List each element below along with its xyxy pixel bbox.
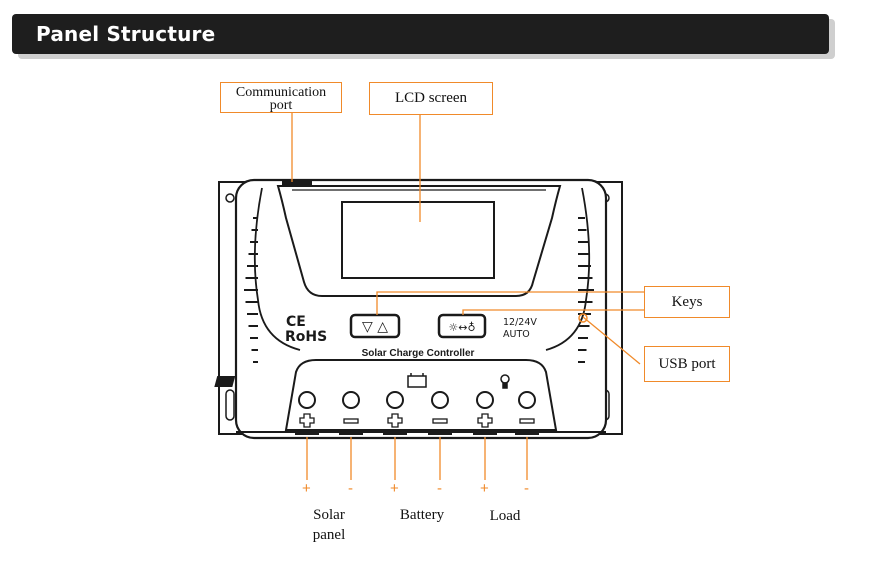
solar-panel-icon xyxy=(214,376,236,387)
section-header: Panel Structure xyxy=(12,14,829,54)
communication-port-label-line1: Communication xyxy=(235,85,327,100)
terminal-screw xyxy=(431,391,449,409)
solar-panel-label-line2: panel xyxy=(312,527,346,543)
load-label: Load xyxy=(489,508,521,524)
left-mount-hole xyxy=(225,193,235,203)
load-minus-sign: - xyxy=(524,480,529,497)
lamp-icon xyxy=(500,374,510,389)
terminal-screw xyxy=(298,391,316,409)
communication-port-callout: Communication port xyxy=(220,82,342,113)
keys-label: Keys xyxy=(671,294,703,310)
left-mount-slot xyxy=(225,389,235,421)
right-key-button xyxy=(437,313,487,339)
lcd-screen xyxy=(341,201,495,279)
terminal-clamp xyxy=(428,430,452,435)
solar-minus-sign: - xyxy=(348,480,353,497)
lcd-screen-label: LCD screen xyxy=(394,90,468,106)
terminal-panel xyxy=(284,359,558,431)
section-title: Panel Structure xyxy=(36,22,216,46)
terminal-clamp xyxy=(473,430,497,435)
communication-port-label-line2: port xyxy=(269,98,293,113)
rohs-mark: RoHS xyxy=(285,329,327,345)
terminal-screw xyxy=(518,391,536,409)
usb-port-label: USB port xyxy=(658,356,716,372)
solar-panel-label: Solar panel xyxy=(300,505,358,545)
minus-symbol xyxy=(519,418,535,424)
key-arrows-icon: ▽ △ xyxy=(362,319,388,335)
product-name: Solar Charge Controller xyxy=(362,348,475,359)
minus-symbol xyxy=(432,418,448,424)
screen-bezel xyxy=(276,185,562,297)
usb-port-marker xyxy=(578,313,588,323)
terminal-clamp xyxy=(383,430,407,435)
leader-lines xyxy=(291,113,644,480)
terminal-screw xyxy=(386,391,404,409)
body-curve-right xyxy=(545,187,591,351)
battery-plus-sign: + xyxy=(390,480,399,497)
terminal-clamp xyxy=(339,430,363,435)
terminal-screw xyxy=(342,391,360,409)
minus-symbol xyxy=(343,418,359,424)
terminal-screw xyxy=(476,391,494,409)
voltage-label-line1: 12/24V xyxy=(503,317,537,328)
keys-callout: Keys xyxy=(644,286,730,318)
ce-mark: CE xyxy=(286,314,306,330)
plus-symbol xyxy=(387,413,403,428)
light-toggle-icon: ☼↔♁ xyxy=(448,321,475,334)
body-curve-left xyxy=(253,187,301,351)
communication-port-nub xyxy=(282,181,312,186)
solar-panel-label-line1: Solar xyxy=(313,507,345,523)
plus-symbol xyxy=(477,413,493,428)
solar-plus-sign: + xyxy=(302,480,311,497)
left-key-button xyxy=(349,313,401,339)
battery-label: Battery xyxy=(399,507,445,523)
voltage-label-line2: AUTO xyxy=(503,329,530,340)
plus-symbol xyxy=(299,413,315,428)
terminal-clamp xyxy=(295,430,319,435)
battery-minus-sign: - xyxy=(437,480,442,497)
usb-port-callout: USB port xyxy=(644,346,730,382)
terminal-clamp xyxy=(515,430,539,435)
battery-icon xyxy=(407,373,427,388)
lcd-screen-callout: LCD screen xyxy=(369,82,493,115)
load-plus-sign: + xyxy=(480,480,489,497)
